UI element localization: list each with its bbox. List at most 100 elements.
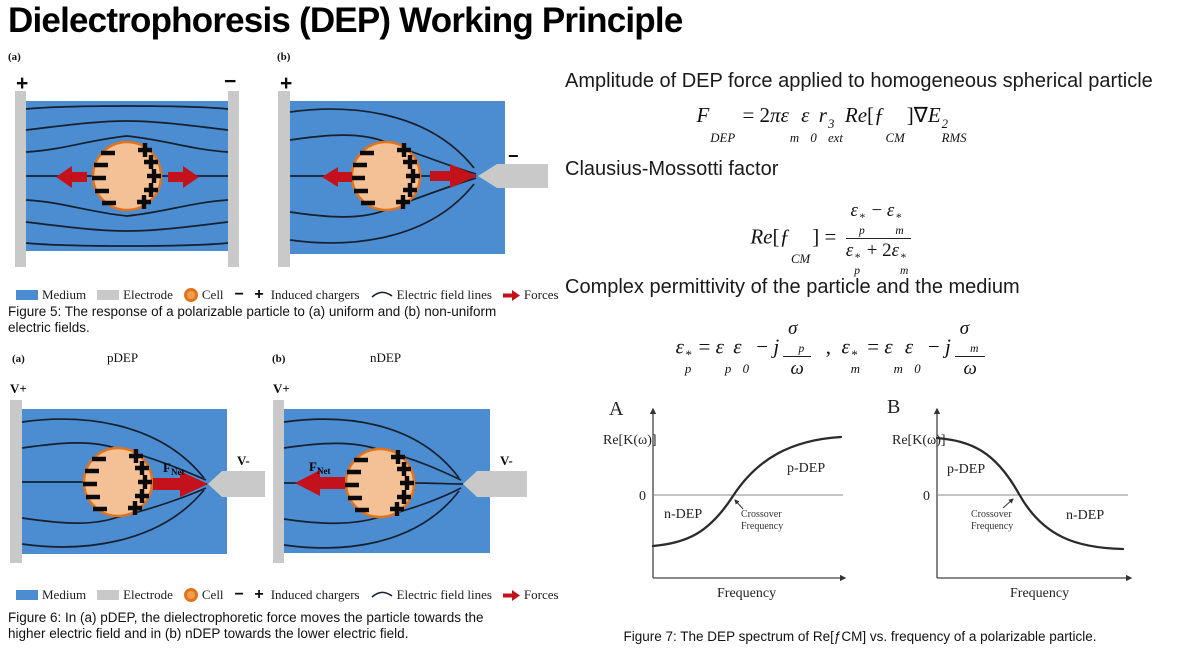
crossover-pointer-arrow [1002,498,1014,509]
figure5-legend: Medium Electrode Cell − +Induced charger… [16,286,559,304]
y-axis-label: Re[K(ω)] [892,433,946,448]
net-force-label: FNet [309,459,330,476]
electrode-point-right [463,471,527,497]
heading-clausius-mossotti: Clausius-Mossotti factor [565,158,779,180]
heading-complex-permittivity: Complex permittivity of the particle and… [565,276,1020,298]
legend-item-medium: Medium [16,587,86,603]
pdep-region-label: p-DEP [787,461,825,476]
polarized-cell [92,142,161,210]
y-axis-label: Re[K(ω)] [603,433,657,448]
mode-label: nDEP [370,350,401,365]
figure7-caption: Figure 7: The DEP spectrum of Re[ƒCM] vs… [623,629,1097,644]
legend-item-field-lines: Electric field lines [371,587,492,603]
legend-item-electrode: Electrode [97,287,173,303]
force-arrow-left [56,166,87,188]
re-fcm-curve [651,435,843,548]
net-force-arrow [153,471,208,497]
minus-plus-icon: − + [234,286,267,303]
crossover-pointer-arrow [734,499,744,510]
legend-item-induced-chargers: − +Induced chargers [235,586,360,604]
force-symbol: F [309,459,317,474]
graph-tag: B [887,396,900,418]
legend-label: Induced chargers [270,287,360,302]
panel-tag: (b) [272,353,286,365]
mode-label: pDEP [107,350,138,365]
polarized-cell [351,142,420,210]
electrode-right [228,91,239,267]
legend-label: Electric field lines [396,287,492,302]
polarized-cell [345,449,414,517]
right-polarity-label: − [508,146,519,166]
electrode-swatch-icon [97,590,120,600]
legend-label: Forces [523,287,559,302]
force-subscript: Net [171,467,185,477]
minus-plus-icon: − + [234,586,267,603]
left-terminal-label: V+ [273,381,290,396]
legend-item-cell: Cell [183,587,224,603]
legend-item-forces: Forces [502,587,559,603]
crossover-label-line1: Crossover [741,509,782,520]
pdep-region-label: p-DEP [947,462,985,477]
right-polarity-label: − [224,70,236,93]
net-force-label: FNet [163,460,184,477]
legend-label: Medium [42,587,87,602]
figure6-panel-b-diagram: (b) nDEP V+ V- FNet [272,350,527,563]
re-fcm-curve [935,436,1125,551]
electrode-left [278,91,290,267]
legend-item-forces: Forces [502,287,559,303]
zero-tick-label: 0 [923,489,930,504]
legend-item-induced-chargers: − +Induced chargers [235,286,360,304]
force-arrow-icon [502,289,520,301]
dep-spectrum-graph-a: A Re[K(ω)] 0 p-DEP n-DEP Crossover Frequ… [603,398,847,601]
left-polarity-label: + [280,72,292,95]
panel-tag: (a) [8,51,21,63]
electrode-left [15,91,26,267]
medium-swatch-icon [16,590,38,600]
x-axis-label: Frequency [717,586,776,601]
force-subscript: Net [317,466,331,476]
field-line-icon [371,591,393,598]
x-axis-label: Frequency [1010,586,1069,601]
heading-dep-force: Amplitude of DEP force applied to homoge… [565,70,1153,92]
legend-item-field-lines: Electric field lines [371,287,492,303]
net-force-arrow [295,470,345,496]
legend-label: Cell [201,287,224,302]
dep-spectrum-graph-b: B Re[K(ω)] 0 p-DEP n-DEP Crossover Frequ… [887,396,1133,601]
figure5-panel-a-diagram: (a) + − [8,51,239,267]
force-arrow-right [430,164,477,188]
legend-label: Cell [201,587,224,602]
force-symbol: F [163,460,171,475]
figure6-legend: Medium Electrode Cell − +Induced charger… [16,586,559,604]
polarized-cell [83,448,152,516]
legend-label: Forces [523,587,559,602]
legend-label: Electrode [123,587,173,602]
figure6-caption: Figure 6: In (a) pDEP, the dielectrophor… [8,610,484,642]
crossover-label-line2: Frequency [741,521,783,532]
electrode-left [10,400,22,563]
panel-tag: (a) [12,353,25,365]
force-arrow-left [322,167,352,187]
legend-label: Electrode [123,287,173,302]
legend-label: Electric field lines [396,587,492,602]
force-arrow-right [168,166,199,188]
legend-item-electrode: Electrode [97,587,173,603]
left-polarity-label: + [16,72,28,95]
left-terminal-label: V+ [10,381,27,396]
figure5-caption: Figure 5: The response of a polarizable … [8,304,497,336]
legend-item-medium: Medium [16,287,86,303]
zero-tick-label: 0 [639,489,646,504]
crossover-label-line2: Frequency [971,521,1013,532]
cell-icon [183,288,198,302]
right-terminal-label: V- [237,453,250,468]
force-arrow-icon [502,589,520,601]
panel-tag: (b) [277,51,291,63]
electrode-left [273,400,284,563]
electrode-point-right [208,471,265,497]
field-line-icon [371,291,393,298]
legend-item-cell: Cell [183,287,224,303]
cell-icon [183,588,198,602]
